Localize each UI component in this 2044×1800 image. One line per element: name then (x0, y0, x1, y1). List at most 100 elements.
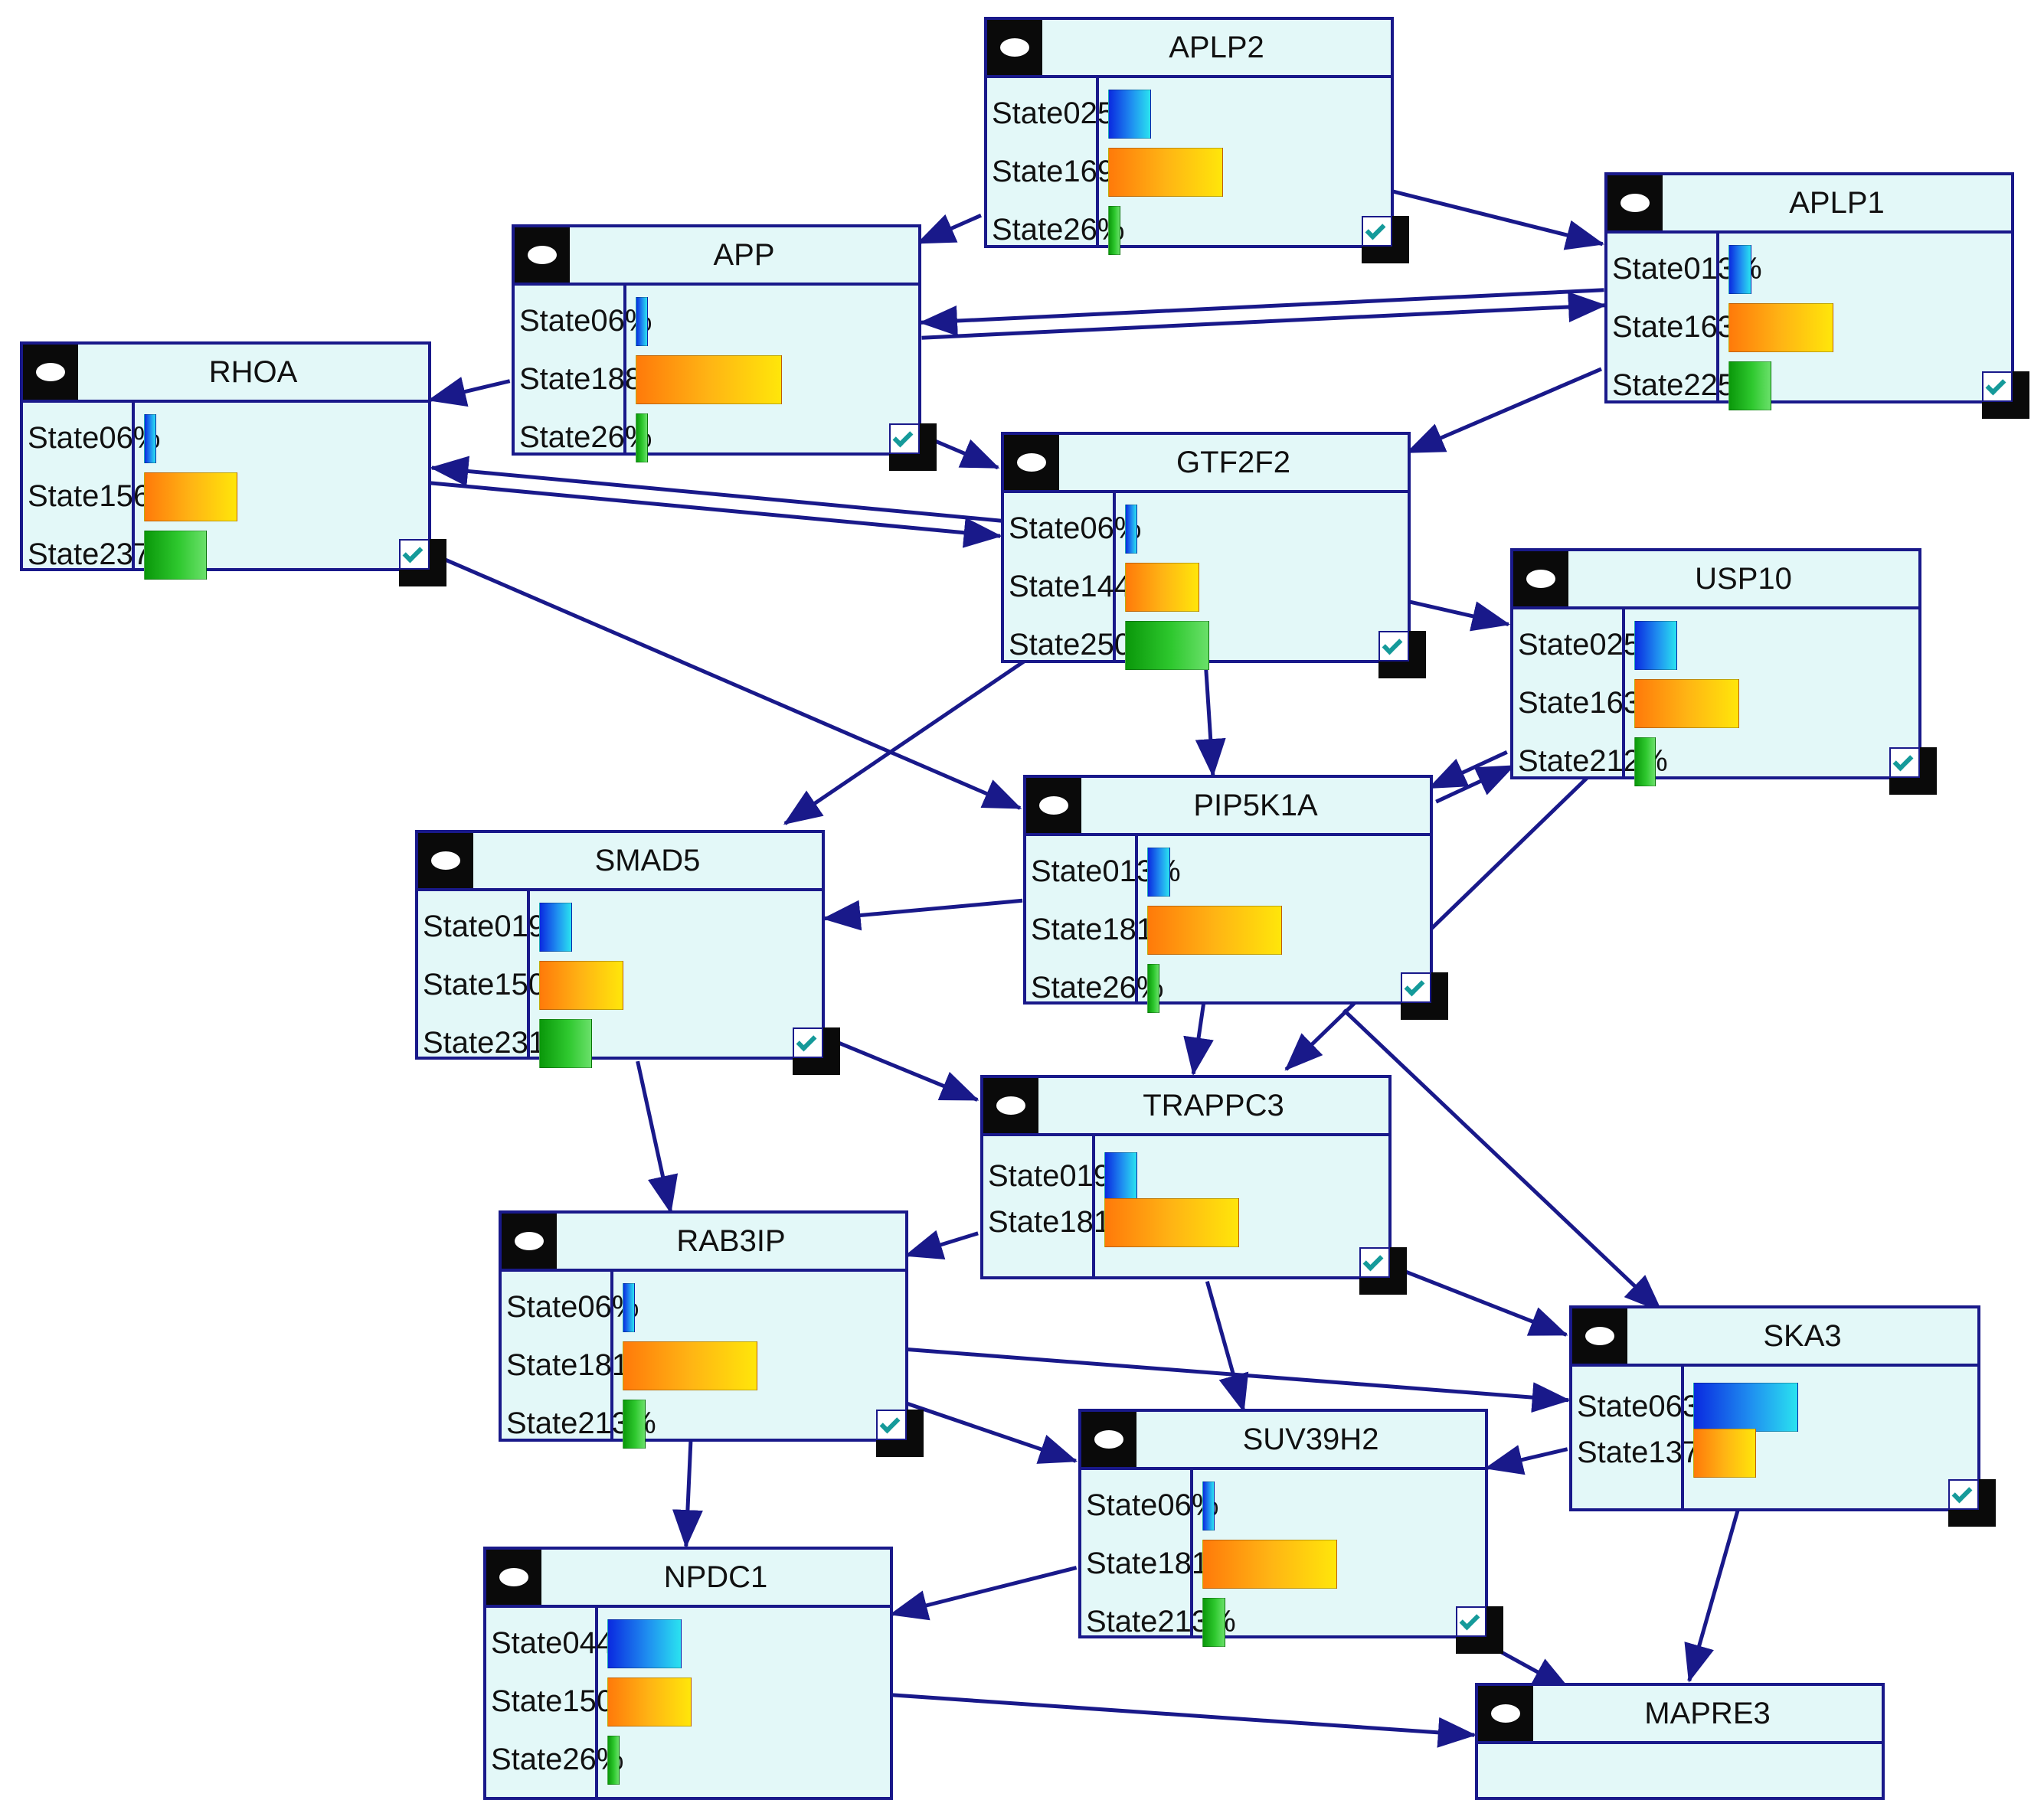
checkbox-checked-icon[interactable] (876, 1410, 924, 1457)
checkbox-checked-icon[interactable] (1401, 972, 1448, 1020)
state-row: State144% (1009, 557, 1159, 616)
checkbox-checked-icon[interactable] (1889, 747, 1937, 795)
oval-icon[interactable] (1478, 1686, 1533, 1741)
state-row: State013% (1031, 842, 1181, 900)
state-label-column (1026, 833, 1138, 1001)
edge-rab3ip-to-npdc1 (672, 1441, 703, 1549)
state-row: State025% (992, 84, 1142, 142)
state-bar (636, 413, 648, 462)
state-label-column (1004, 490, 1116, 660)
state-label: State0 (1577, 1389, 1666, 1423)
state-bar (1728, 361, 1771, 410)
oval-icon[interactable] (1572, 1308, 1627, 1364)
edge-npdc1-to-mapre3 (892, 1693, 1477, 1748)
state-bar (636, 355, 782, 404)
node-header[interactable]: RHOA (23, 345, 428, 403)
node-header[interactable]: PIP5K1A (1026, 778, 1430, 836)
checkbox-checked-icon[interactable] (1362, 216, 1409, 263)
node-header[interactable]: TRAPPC3 (983, 1078, 1388, 1136)
edge-app-to-aplp1 (921, 291, 1607, 340)
state-label: State2 (423, 1025, 512, 1060)
node-header[interactable]: MAPRE3 (1478, 1686, 1882, 1744)
state-bar (1108, 206, 1120, 255)
node-aplp1[interactable]: APLP1State013%State163%State225% (1604, 172, 2014, 410)
node-usp10[interactable]: USP10State025%State163%State212% (1510, 548, 1921, 786)
checkbox-checked-icon[interactable] (889, 423, 937, 471)
edge-rab3ip-to-suv39h2 (904, 1401, 1078, 1464)
node-header[interactable]: APP (515, 227, 918, 286)
oval-icon[interactable] (23, 345, 78, 400)
node-title: RAB3IP (676, 1224, 786, 1258)
state-row: State013% (1612, 240, 1762, 298)
state-label: State1 (1612, 309, 1701, 344)
oval-icon[interactable] (418, 833, 473, 888)
state-label: State1 (519, 361, 608, 396)
state-label: State1 (1518, 685, 1607, 720)
state-bar (1634, 737, 1656, 786)
state-bar (1125, 505, 1137, 554)
checkbox-checked-icon[interactable] (1982, 371, 2029, 419)
edge-usp10-to-pip5k1a (1428, 750, 1508, 790)
state-row: State150% (423, 956, 573, 1014)
node-smad5[interactable]: SMAD5State019%State150%State231% (415, 830, 825, 1068)
node-trappc3[interactable]: TRAPPC3State019%State181% (980, 1075, 1392, 1279)
oval-icon[interactable] (486, 1550, 541, 1605)
oval-icon[interactable] (1081, 1412, 1136, 1467)
node-mapre3[interactable]: MAPRE3 (1475, 1683, 1885, 1800)
state-row: State250% (1009, 616, 1159, 674)
node-title: RHOA (208, 355, 298, 389)
state-bar (1108, 90, 1151, 139)
state-bar (1147, 964, 1159, 1013)
oval-icon[interactable] (987, 20, 1042, 75)
node-header[interactable]: SKA3 (1572, 1308, 1977, 1367)
oval-icon[interactable] (983, 1078, 1038, 1133)
node-header[interactable]: APLP2 (987, 20, 1391, 78)
node-header[interactable]: NPDC1 (486, 1550, 890, 1608)
checkbox-checked-icon[interactable] (1456, 1606, 1503, 1654)
node-header[interactable]: APLP1 (1607, 175, 2011, 234)
oval-icon[interactable] (515, 227, 570, 283)
oval-icon[interactable] (502, 1214, 557, 1269)
node-header[interactable]: RAB3IP (502, 1214, 905, 1272)
checkbox-checked-icon[interactable] (1359, 1247, 1407, 1295)
node-header[interactable]: SMAD5 (418, 833, 822, 891)
state-label: State0 (1009, 511, 1097, 545)
node-header[interactable]: SUV39H2 (1081, 1412, 1485, 1470)
oval-icon[interactable] (1607, 175, 1663, 230)
node-header[interactable]: GTF2F2 (1004, 435, 1408, 493)
state-label: State2 (1031, 970, 1120, 1005)
state-label: State1 (28, 479, 116, 513)
state-bar (1125, 621, 1209, 670)
state-bar (623, 1400, 646, 1449)
oval-icon[interactable] (1026, 778, 1081, 833)
checkbox-checked-icon[interactable] (793, 1027, 840, 1075)
state-row: State181% (1031, 900, 1181, 959)
state-label: State0 (506, 1289, 595, 1324)
checkbox-checked-icon[interactable] (399, 539, 446, 586)
checkbox-checked-icon[interactable] (1378, 631, 1426, 678)
state-label: State1 (1086, 1546, 1175, 1580)
node-header[interactable]: USP10 (1513, 551, 1918, 609)
state-label: State1 (1009, 569, 1097, 603)
oval-icon[interactable] (1004, 435, 1059, 490)
oval-icon[interactable] (1513, 551, 1568, 606)
state-bar (623, 1341, 757, 1390)
state-row: State137% (1577, 1423, 1727, 1481)
state-label: State0 (423, 909, 512, 943)
state-row: State237% (28, 525, 178, 583)
state-row: State025% (1518, 616, 1668, 674)
state-row: State156% (28, 467, 178, 525)
node-ska3[interactable]: SKA3State063%State137% (1569, 1305, 1980, 1511)
state-label-column (1572, 1364, 1684, 1508)
checkbox-checked-icon[interactable] (1948, 1479, 1996, 1527)
